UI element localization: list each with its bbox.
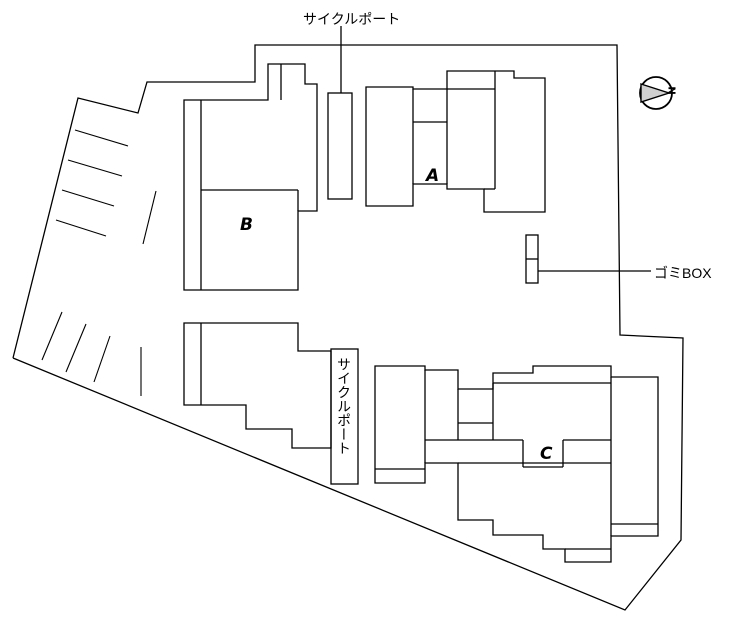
site-boundary bbox=[12, 44, 684, 611]
cycle-port-top-label: サイクルポート bbox=[303, 11, 401, 27]
cycle-port-top bbox=[327, 26, 353, 200]
building-a bbox=[365, 70, 546, 213]
building-c-label: C bbox=[540, 444, 553, 464]
north-arrow-icon bbox=[639, 76, 673, 110]
north-mark-label: N bbox=[665, 86, 677, 95]
garbage-box-label: ゴミBOX bbox=[654, 265, 712, 281]
building-b bbox=[183, 63, 318, 291]
cycle-port-side-label: サイクルポート bbox=[336, 357, 352, 455]
building-a-label: A bbox=[426, 166, 440, 186]
cycle-port-side bbox=[330, 348, 359, 485]
building-b-label: B bbox=[240, 215, 253, 235]
parking-stalls bbox=[41, 129, 157, 396]
garbage-box bbox=[525, 234, 651, 284]
building-southwest bbox=[183, 322, 332, 449]
building-c bbox=[374, 365, 659, 563]
